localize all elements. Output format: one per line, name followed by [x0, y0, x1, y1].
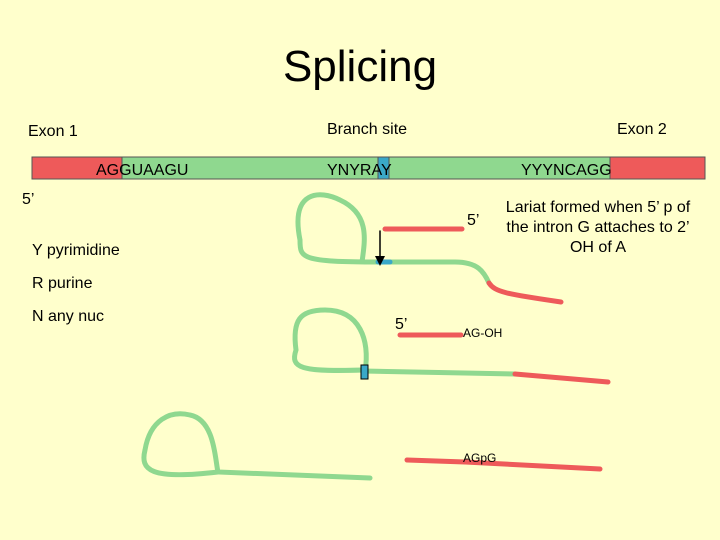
step2-exon2: [515, 374, 608, 382]
lariat-note: Lariat formed when 5’ p of the intron G …: [503, 198, 693, 258]
legend-n: N any nuc: [32, 308, 104, 326]
branch-site-sequence: YNYRAY: [327, 162, 392, 180]
exon2-segment: [610, 157, 705, 179]
page-title: Splicing: [0, 42, 720, 92]
five-prime-splice-sequence: AGGUAAGU: [96, 162, 188, 180]
five-prime-label: 5’: [22, 191, 34, 209]
step3-end-label: AGpG: [463, 451, 496, 465]
step3-products: [144, 414, 600, 478]
legend-y: Y pyrimidine: [32, 242, 120, 260]
exon2-label: Exon 2: [617, 121, 667, 139]
step2-end-label: AG-OH: [463, 326, 502, 340]
spliced-exon1: [407, 460, 465, 462]
legend-r: R purine: [32, 275, 92, 293]
step2-branch-point: [361, 365, 368, 379]
three-prime-splice-sequence: YYYNCAGG: [521, 162, 612, 180]
step1-loop: [298, 195, 380, 262]
step2-intron-strand: [363, 371, 515, 374]
branch-site-label: Branch site: [327, 121, 407, 139]
step1-intron-strand: [380, 262, 489, 283]
step1-five-prime-label: 5’: [467, 212, 479, 230]
step1-exon2-tail: [489, 283, 561, 302]
step2-five-prime-label: 5’: [395, 316, 407, 334]
exon1-label: Exon 1: [28, 123, 78, 141]
excised-lariat: [144, 414, 370, 478]
step2-lariat: [295, 310, 367, 372]
step2-intermediate: [295, 310, 608, 382]
